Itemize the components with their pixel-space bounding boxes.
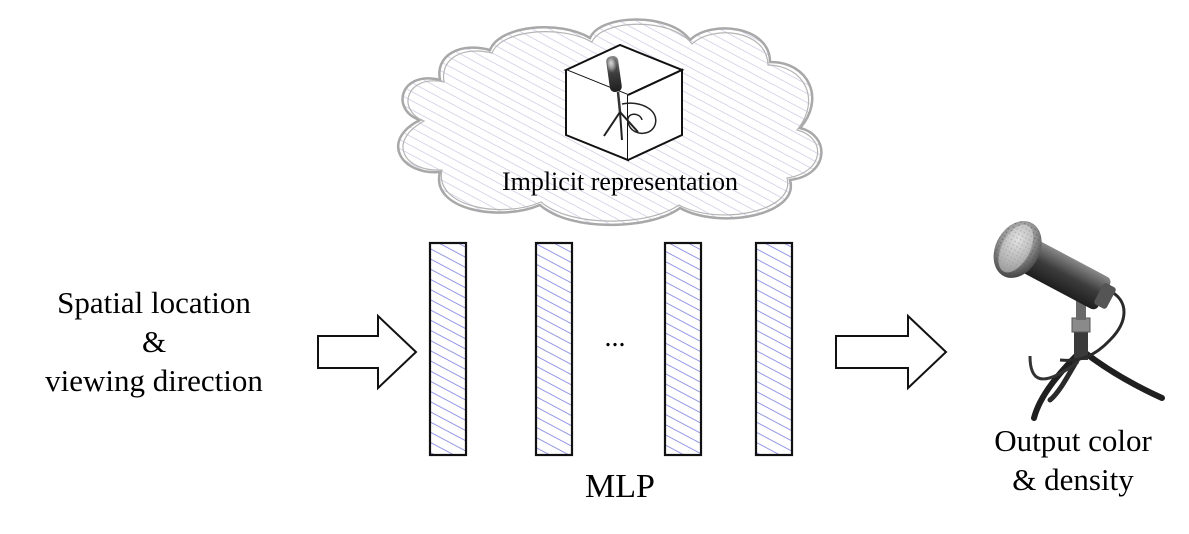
output-label: Output color & density [968,422,1178,500]
output-label-line-1: Output color [994,423,1152,458]
mini-microphone-icon [603,55,657,141]
output-arrow-icon [835,313,948,391]
input-arrow-icon [317,313,418,391]
mlp-layer-4 [754,241,794,457]
layers-ellipsis: ... [604,322,626,353]
input-label-line-2: & [141,323,167,359]
microphone-icon [993,221,1165,421]
cube-icon [563,43,685,162]
mlp-label: MLP [585,468,655,505]
mlp-layer-2 [534,241,574,457]
input-label-line-3: viewing direction [45,362,263,398]
mlp-layers [428,241,794,457]
input-label-line-1: Spatial location [57,285,251,320]
mlp-layer-1 [428,241,468,457]
output-label-line-2: & density [1012,461,1134,497]
implicit-representation-label: Implicit representation [501,167,739,196]
input-label: Spatial location & viewing direction [14,284,294,400]
mlp-layer-3 [663,241,703,457]
